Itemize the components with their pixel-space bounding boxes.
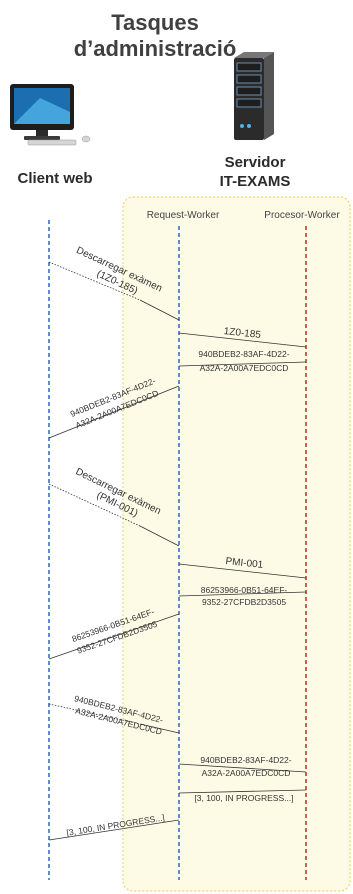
message-exam-id-return-1: 940BDEB2-83AF-4D22- A32A-2A00A7EDC0CD xyxy=(178,349,307,373)
server-actor-label-line2: IT-EXAMS xyxy=(220,173,291,190)
message-label-line1: 940BDEB2-83AF-4D22- xyxy=(198,349,289,359)
message-label-line2: A32A-2A00A7EDC0CD xyxy=(200,363,289,373)
message-label-line1: PMI-001 xyxy=(225,556,264,571)
message-exam-code-1z0-185: 1Z0-185 xyxy=(178,326,307,348)
diagram-title-line2: d’administració xyxy=(74,36,237,61)
message-label-line2: 9352-27CFDB2D3505 xyxy=(202,597,286,607)
message-label-line1: 1Z0-185 xyxy=(223,326,262,341)
desktop-computer-icon xyxy=(10,84,91,146)
diagram-title-line1: Tasques xyxy=(111,10,199,35)
message-status-query-worker: 940BDEB2-83AF-4D22- A32A-2A00A7EDC0CD xyxy=(178,755,307,778)
message-exam-id-return-2: 86253966-0B51-64EF- 9352-27CFDB2D3505 xyxy=(178,585,307,607)
message-label-line2: A32A-2A00A7EDC0CD xyxy=(202,768,291,778)
message-label-line1: 86253966-0B51-64EF- xyxy=(201,585,288,595)
server-actor-label-line1: Servidor xyxy=(225,154,286,171)
server-area xyxy=(122,196,351,892)
client-actor-label: Client web xyxy=(17,170,92,187)
message-progress-return-worker: [3, 100, IN PROGRESS...] xyxy=(178,789,307,803)
request-worker-label: Request-Worker xyxy=(147,210,220,221)
message-exam-code-pmi-001: PMI-001 xyxy=(178,556,307,579)
message-label-line1: [3, 100, IN PROGRESS...] xyxy=(194,793,293,803)
server-tower-icon xyxy=(234,52,274,140)
message-label-line1: 940BDEB2-83AF-4D22- xyxy=(200,755,291,765)
procesor-worker-label: Procesor-Worker xyxy=(264,210,340,221)
